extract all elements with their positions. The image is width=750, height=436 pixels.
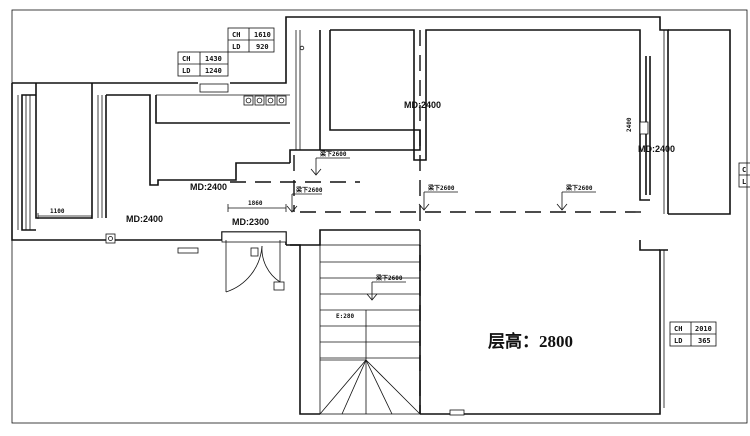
tag4-r2a: L	[742, 178, 746, 186]
kitchen-counter	[155, 83, 290, 124]
tag1-r1a: CH	[232, 31, 240, 39]
stair-step-label: E:280	[336, 313, 354, 320]
vent-marker	[177, 247, 199, 254]
floor-height-label: 层高：2800	[488, 331, 573, 351]
tag-ch-1610: CH 1610 LD 920	[227, 27, 275, 53]
pipe-marker	[299, 45, 305, 51]
tag2-r1a: CH	[182, 55, 190, 63]
dim-door-width: 1860	[248, 200, 263, 207]
interior-walls	[105, 29, 660, 414]
tag2-r2b: 1240	[205, 67, 222, 75]
entrance-door	[221, 231, 287, 293]
drain-marker	[449, 409, 465, 416]
tag3-r2b: 365	[698, 337, 711, 345]
drop-label-3: 梁下2600	[428, 184, 455, 192]
room-label-living: MD:2400	[126, 214, 163, 224]
tag3-r1a: CH	[674, 325, 682, 333]
room-label-entrance: MD:2300	[232, 217, 269, 227]
tag1-r2b: 920	[256, 43, 269, 51]
exterior-walls	[11, 16, 731, 415]
drop-label-2: 梁下2600	[296, 186, 323, 194]
tag1-r1b: 1610	[254, 31, 271, 39]
tag2-r1b: 1430	[205, 55, 222, 63]
dim-right-length: 2400	[626, 117, 633, 132]
drop-arrows	[286, 157, 596, 301]
tag-ch-2010: CH 2010 LD 365	[669, 321, 717, 347]
door-dimension	[227, 204, 287, 212]
window-marker	[639, 121, 649, 135]
outlet-dot	[108, 236, 113, 241]
drawing-frame	[11, 9, 748, 424]
room-label-kitchen: MD:2400	[190, 182, 227, 192]
drop-label-5: 梁下2600	[376, 274, 403, 282]
left-room	[17, 83, 103, 231]
tag2-r2a: LD	[182, 67, 190, 75]
tag1-r2a: LD	[232, 43, 240, 51]
drop-label-1: 梁下2600	[320, 150, 347, 158]
tag-ch-1430: CH 1430 LD 1240	[177, 51, 229, 77]
dim-left-width: 1100	[50, 208, 65, 215]
tag4-r1a: C	[742, 166, 746, 174]
room-label-upper: MD:2400	[404, 100, 441, 110]
drop-label-4: 梁下2600	[566, 184, 593, 192]
beam-lines	[230, 30, 650, 414]
staircase	[319, 244, 421, 415]
room-label-balcony: MD:2400	[638, 144, 675, 154]
tag3-r2a: LD	[674, 337, 682, 345]
tag-partial-right: C L	[738, 162, 750, 188]
tag3-r1b: 2010	[695, 325, 712, 333]
